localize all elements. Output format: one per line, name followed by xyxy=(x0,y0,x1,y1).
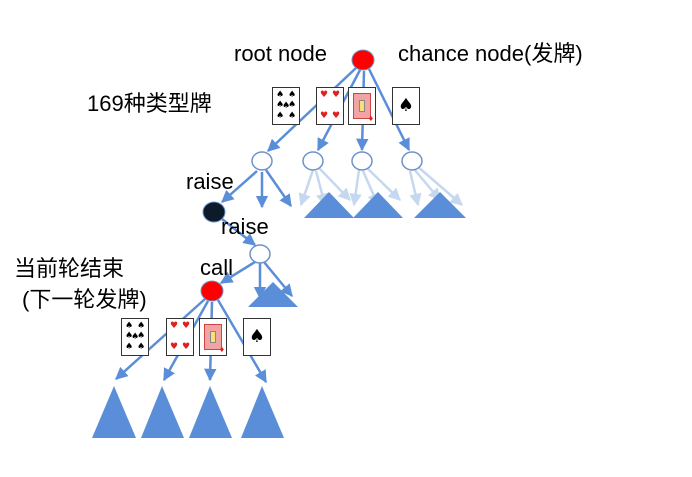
edge xyxy=(349,169,362,207)
player-node xyxy=(351,151,373,171)
subtree-triangle xyxy=(141,386,184,438)
spade-ace-card-icon: ♠ xyxy=(392,87,420,125)
heart-card-icon: ♥♥ ♥♥ xyxy=(166,318,194,356)
raise-label: raise xyxy=(221,214,269,239)
hand-types-label: 169种类型牌 xyxy=(87,91,212,116)
subtree-triangle xyxy=(189,386,232,438)
edge xyxy=(264,169,293,208)
edge xyxy=(216,299,268,384)
tree-nodes xyxy=(200,49,423,302)
faded-edges xyxy=(298,165,463,207)
spade-nine-card-icon: ♠♠ ♠♠♠ ♠♠ xyxy=(272,87,300,125)
edge xyxy=(221,170,258,203)
spade-nine-card-icon: ♠♠ ♠♠♠ ♠♠ xyxy=(121,318,149,356)
subtree-triangle xyxy=(92,386,136,438)
subtree-triangle xyxy=(414,192,466,218)
edge xyxy=(115,298,206,380)
subtree-triangles xyxy=(92,192,466,438)
raise-label: raise xyxy=(186,169,234,194)
edge xyxy=(408,170,422,207)
call-label: call xyxy=(200,255,234,280)
diamond-face-card-icon: ♦ xyxy=(348,87,376,125)
next-round-chance-node xyxy=(200,280,224,302)
subtree-triangle xyxy=(241,386,284,438)
player-node xyxy=(249,244,271,264)
edge xyxy=(219,260,256,285)
player-node xyxy=(302,151,324,171)
root-node-label: root node xyxy=(234,41,327,66)
subtree-triangle xyxy=(304,192,354,218)
round-end-label: 当前轮结束 xyxy=(14,256,125,281)
subtree-triangle xyxy=(248,282,298,307)
edge xyxy=(366,167,401,201)
edge xyxy=(298,169,315,207)
edge xyxy=(263,261,293,297)
subtree-triangle xyxy=(353,192,403,218)
chance-node-label: chance node(发牌) xyxy=(398,41,583,66)
player-node xyxy=(401,151,423,171)
diamond-face-card-icon: ♦ xyxy=(199,318,227,356)
player-node xyxy=(251,151,273,171)
edge xyxy=(413,168,441,201)
root-chance-node xyxy=(351,49,375,71)
heart-card-icon: ♥♥ ♥♥ xyxy=(316,87,344,125)
raise-decision-node xyxy=(202,201,226,223)
edge xyxy=(367,68,411,152)
next-deal-label: (下一轮发牌) xyxy=(22,287,147,312)
edge xyxy=(318,167,351,201)
edge xyxy=(221,218,256,246)
edge xyxy=(416,165,463,206)
spade-ace-card-icon: ♠ xyxy=(243,318,271,356)
edge xyxy=(267,67,357,152)
